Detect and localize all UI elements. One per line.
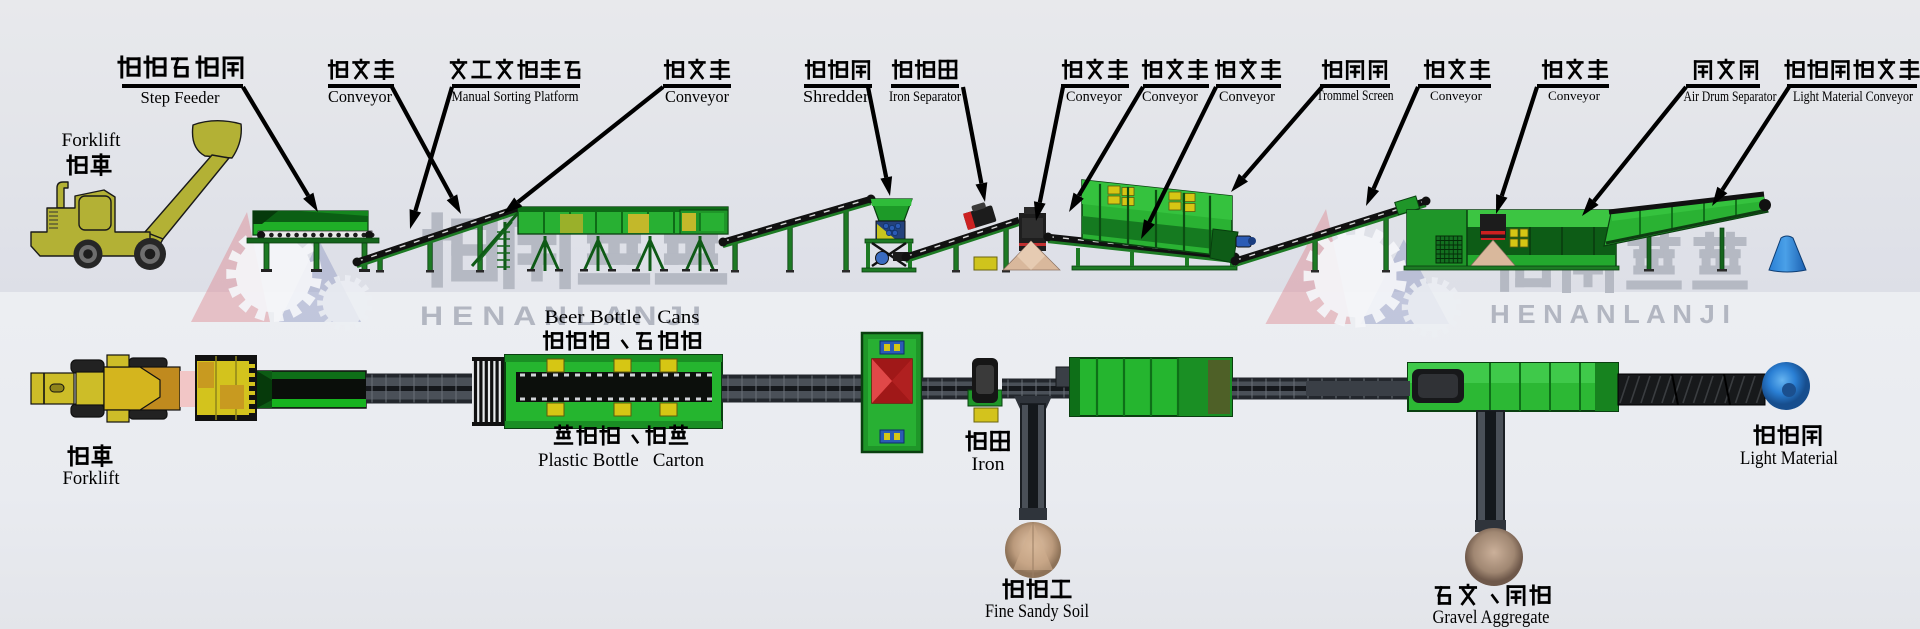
svg-text:Conveyor: Conveyor <box>1142 89 1198 105</box>
svg-text:Iron: Iron <box>972 454 1006 475</box>
svg-text:Conveyor: Conveyor <box>1066 89 1122 105</box>
svg-text:Conveyor: Conveyor <box>665 87 729 106</box>
svg-text:Forklift: Forklift <box>62 131 122 151</box>
svg-text:Conveyor: Conveyor <box>1219 89 1275 105</box>
svg-text:Gravel Aggregate: Gravel Aggregate <box>1433 607 1550 628</box>
svg-text:Trommel Screen: Trommel Screen <box>1317 88 1395 104</box>
svg-text:Fine Sandy Soil: Fine Sandy Soil <box>985 601 1089 622</box>
svg-text:Forklift: Forklift <box>63 468 121 489</box>
svg-text:Step Feeder: Step Feeder <box>141 88 220 107</box>
svg-text:Iron Separator: Iron Separator <box>889 89 961 105</box>
svg-text:Shredder: Shredder <box>803 87 869 106</box>
svg-text:Conveyor: Conveyor <box>1430 88 1483 103</box>
svg-text:Manual Sorting Platform: Manual Sorting Platform <box>452 89 580 105</box>
svg-text:Light Material: Light Material <box>1740 448 1838 469</box>
svg-text:Air Drum Separator: Air Drum Separator <box>1684 89 1777 105</box>
svg-text:Plastic Bottle Carton: Plastic Bottle Carton <box>538 450 704 471</box>
svg-text:H E N A N L A N J I: H E N A N L A N J I <box>1490 299 1730 329</box>
svg-text:Conveyor: Conveyor <box>1548 88 1601 103</box>
svg-text:Beer Bottle Cans: Beer Bottle Cans <box>545 307 700 328</box>
svg-text:Conveyor: Conveyor <box>328 87 392 106</box>
svg-text:H E N A N L A N J I: H E N A N L A N J I <box>420 301 701 331</box>
svg-text:Light Material Conveyor: Light Material Conveyor <box>1793 89 1913 105</box>
